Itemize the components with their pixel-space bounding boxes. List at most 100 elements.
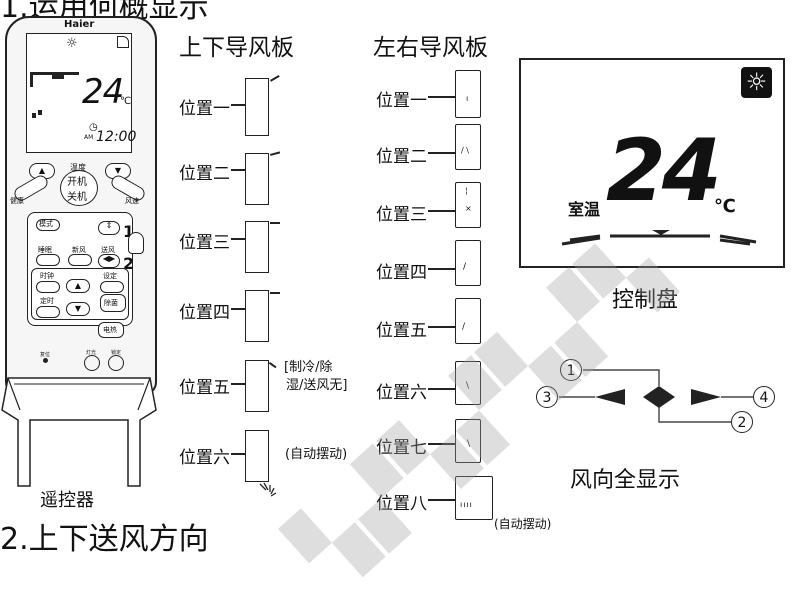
- wind-label-1: 1: [560, 359, 582, 381]
- vertical-pos-1-leader: [231, 104, 245, 106]
- horizontal-pos-7-leader: [428, 443, 455, 445]
- sun-icon: ☼: [741, 67, 772, 98]
- horizontal-pos-8-mark: ıııı: [460, 500, 473, 509]
- power-on-label: 开机: [67, 177, 87, 188]
- horizontal-pos-7-flap: [455, 419, 481, 463]
- horizontal-pos-2-flap: [455, 124, 481, 170]
- vertical-pos-5-leader: [231, 383, 245, 385]
- time-down-button[interactable]: ▼: [66, 302, 90, 316]
- remote-holder: [1, 377, 157, 487]
- horizontal-pos-6-mark: \: [466, 381, 470, 391]
- wind-display-caption: 风向全显示: [570, 468, 681, 493]
- clock-set-group: [31, 268, 129, 320]
- vertical-pos-3-leader: [231, 238, 245, 240]
- vertical-pos-2-leader: [231, 169, 245, 171]
- callout-2: 2: [123, 254, 135, 273]
- horizontal-pos-8-flap: [455, 476, 493, 520]
- wind-label-3: 3: [536, 386, 558, 408]
- triangle-right-icon: [691, 389, 721, 405]
- horizontal-pos-6-flap: [455, 361, 481, 405]
- dry-clean-label: 除菌: [104, 299, 118, 307]
- health-label: 健康: [10, 197, 24, 205]
- sun-small-icon: ☼: [66, 36, 78, 51]
- set-button-label: 设定: [103, 272, 117, 280]
- mode-label: 模式: [39, 220, 53, 228]
- lcd-signal-icon: [32, 113, 36, 118]
- horizontal-pos-1-leader: [428, 96, 455, 98]
- clock-button[interactable]: [36, 281, 60, 293]
- horizontal-pos-4-leader: [428, 268, 455, 270]
- panel-wind-bars: [561, 230, 757, 246]
- bottom-title: 2.上下送风方向: [0, 522, 209, 557]
- vertical-pos-2-indicator: [270, 151, 281, 156]
- swing-updown-button[interactable]: ⇕: [98, 221, 120, 235]
- timer-label: 定时: [40, 297, 54, 305]
- horizontal-pos-4-mark: /: [463, 262, 467, 272]
- vertical-pos-3-indicator: [270, 222, 280, 224]
- vertical-pos-2-label: 位置二: [179, 164, 230, 184]
- panel-unit: ℃: [714, 196, 736, 217]
- power-off-label: 关机: [67, 192, 87, 203]
- fresh-air-button[interactable]: [68, 254, 92, 266]
- vertical-pos-1-vane: [245, 78, 269, 136]
- horizontal-pos-5-flap: [455, 298, 481, 344]
- swing-label: 送风: [101, 246, 115, 254]
- reset-label: 复位: [40, 352, 51, 358]
- fresh-air-label: 新风: [72, 246, 86, 254]
- panel-room-label: 室温: [568, 200, 601, 219]
- wind-label-2: 2: [731, 411, 753, 433]
- vertical-pos-5-label: 位置五: [179, 378, 230, 398]
- sleep-label: 睡眠: [38, 246, 52, 254]
- horizontal-pos-4-label: 位置四: [376, 263, 427, 283]
- light-label: 灯光: [86, 350, 97, 356]
- vertical-pos-5-note-line1: [制冷/除: [284, 360, 333, 375]
- lock-label: 锁定: [111, 350, 122, 356]
- horizontal-pos-5-label: 位置五: [376, 321, 427, 341]
- remote-lcd-clock: 12:00: [96, 129, 137, 145]
- auto-swing-icon: [259, 482, 277, 497]
- remote-caption: 遥控器: [40, 490, 94, 511]
- horizontal-pos-8-label: 位置八: [376, 494, 427, 514]
- vertical-vane-title: 上下导风板: [179, 35, 294, 61]
- power-button[interactable]: [60, 170, 98, 206]
- sleep-button[interactable]: [36, 254, 60, 266]
- dry-clean-button[interactable]: [100, 294, 126, 312]
- swing-leftright-button[interactable]: ◀▶: [98, 254, 120, 268]
- vertical-pos-1-indicator: [270, 75, 280, 82]
- lock-button[interactable]: [108, 355, 124, 371]
- mode-button[interactable]: [36, 219, 60, 231]
- diamond-icon: [643, 386, 675, 408]
- horizontal-pos-4-flap: [455, 240, 481, 286]
- horizontal-pos-3-mark: ¦×: [465, 186, 472, 213]
- vertical-pos-4-indicator: [270, 292, 280, 294]
- horizontal-pos-1-label: 位置一: [376, 91, 427, 111]
- heater-button[interactable]: [98, 322, 124, 338]
- vertical-pos-5-note-line2: 湿/送风无]: [286, 378, 348, 393]
- remote-brand: Haier: [64, 19, 95, 30]
- heater-label: 电热: [103, 326, 117, 334]
- horizontal-pos-3-flap: [455, 182, 481, 228]
- set-button[interactable]: [100, 281, 124, 293]
- vertical-pos-4-label: 位置四: [179, 303, 230, 323]
- horizontal-pos-6-label: 位置六: [376, 383, 427, 403]
- lcd-fan-icon: [52, 75, 64, 79]
- pointing-hand-icon: [128, 232, 144, 254]
- triangle-left-icon: [595, 389, 625, 405]
- horizontal-pos-2-leader: [428, 152, 455, 154]
- remote-lcd-temp: 24: [82, 72, 124, 112]
- vertical-pos-4-leader: [231, 308, 245, 310]
- timer-button[interactable]: [36, 306, 60, 318]
- time-up-button[interactable]: ▲: [66, 279, 90, 293]
- clock-button-label: 时钟: [40, 272, 54, 280]
- callout-1: 1: [123, 222, 135, 241]
- vertical-pos-4-vane: [245, 290, 269, 342]
- horizontal-pos-7-mark: \: [467, 439, 471, 449]
- reset-button[interactable]: [43, 358, 48, 363]
- fan-speed-label: 风速: [125, 197, 139, 205]
- lcd-corner-icon: [117, 36, 129, 48]
- panel-temp: 24: [606, 121, 722, 221]
- remote-lcd-unit: ℃: [120, 96, 132, 107]
- light-button[interactable]: [84, 355, 100, 371]
- vertical-pos-3-vane: [245, 221, 269, 273]
- horizontal-pos-1-flap: [455, 70, 481, 118]
